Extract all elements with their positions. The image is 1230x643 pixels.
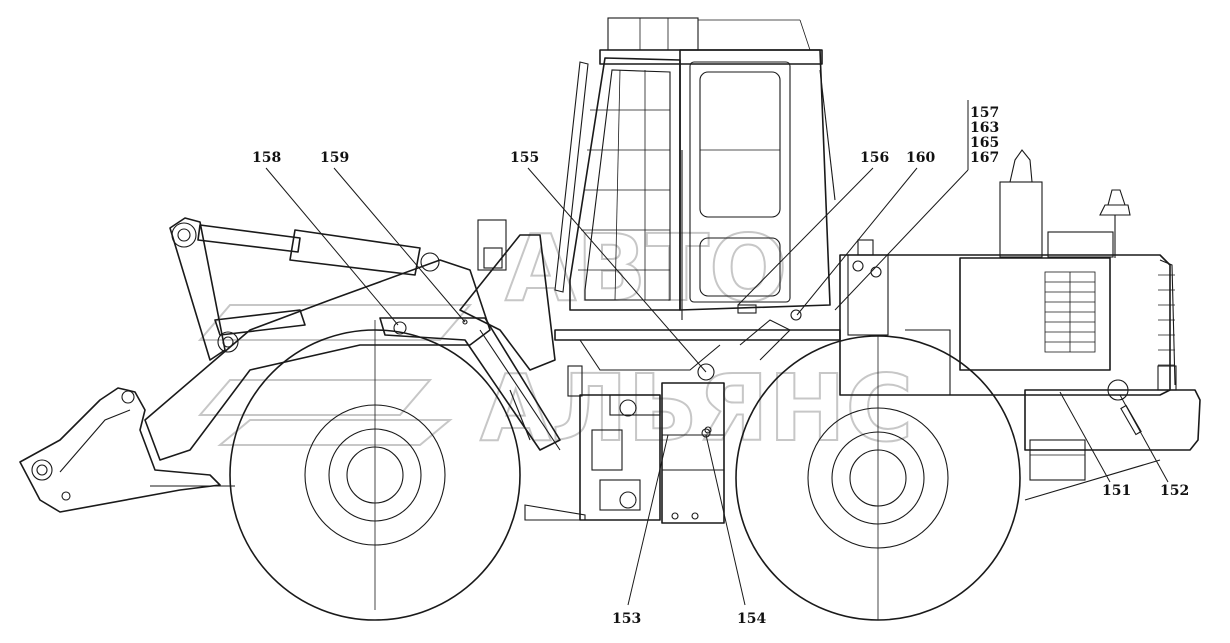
leader-lines (265, 100, 1169, 606)
callout-158: 158 (252, 150, 281, 166)
callout-151: 151 (1102, 483, 1131, 499)
callout-167: 167 (970, 150, 999, 166)
counterweight (1024, 365, 1201, 501)
cab (554, 17, 836, 320)
callout-155: 155 (510, 150, 539, 166)
watermark-line1: АВТО (505, 215, 787, 322)
callout-160: 160 (906, 150, 935, 166)
rear-wheel (229, 320, 521, 621)
front-wheel (735, 335, 1021, 621)
watermark-logo (197, 304, 473, 446)
callout-163: 163 (970, 120, 999, 136)
watermark: АВТО АЛЬЯНС (197, 214, 914, 463)
front-frame (150, 234, 561, 487)
watermark-line2: АЛЬЯНС (480, 355, 913, 462)
callout-154: 154 (737, 611, 766, 627)
callout-152: 152 (1160, 483, 1189, 499)
callout-159: 159 (320, 150, 349, 166)
bucket (19, 387, 221, 513)
boom-arm (144, 217, 491, 461)
callout-labels: 158 159 155 156 160 157 163 165 167 151 … (252, 105, 1189, 627)
callout-156: 156 (860, 150, 889, 166)
markers (393, 309, 802, 520)
callout-165: 165 (970, 135, 999, 151)
callout-157: 157 (970, 105, 999, 121)
callout-153: 153 (612, 611, 641, 627)
